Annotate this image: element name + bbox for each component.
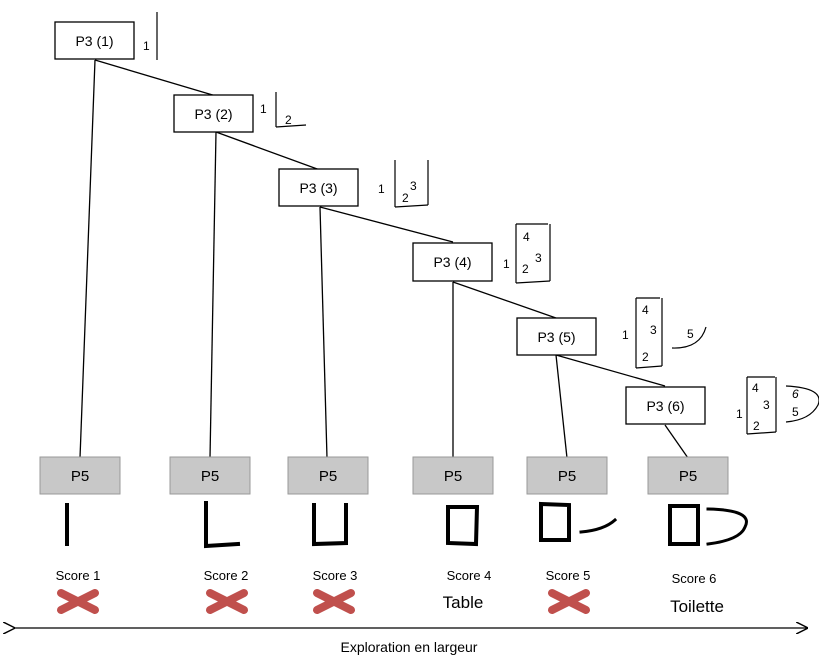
p3-node-5: P3 (5)	[516, 317, 597, 356]
p5-leaf-4: P5	[412, 456, 494, 495]
edge-p3-5-to-p3-6	[555, 354, 666, 387]
sketch-4-num-1: 1	[503, 257, 510, 271]
p3-node-6: P3 (6)	[625, 386, 706, 425]
score-label-3: Score 3	[313, 568, 358, 583]
p3-node-1: P3 (1)	[54, 21, 135, 60]
p5-leaf-2: P5	[169, 456, 251, 495]
p5-leaf-3-label: P5	[319, 468, 337, 485]
score-label-5: Score 5	[546, 568, 591, 583]
sketch-6-num-6: 6	[792, 387, 799, 401]
sketch-1-num-1: 1	[143, 39, 150, 53]
sketch-4-num-2: 2	[522, 262, 529, 276]
sketch-4-num-3: 3	[535, 251, 542, 265]
shape-sketch-5	[539, 501, 618, 542]
sketch-4: 1 4 2 3	[503, 223, 551, 284]
sketch-6-num-4: 4	[752, 381, 759, 395]
edge-p3-2-to-p3-3	[215, 131, 321, 171]
p3-node-5-label: P3 (5)	[537, 329, 575, 345]
reject-cross-icon	[548, 589, 590, 614]
reject-cross-icon	[57, 589, 99, 614]
sketch-3: 1 2 3	[378, 160, 429, 208]
edge-p3-1-to-p5-1	[79, 59, 96, 459]
sketch-3-num-3: 3	[410, 179, 417, 193]
exploration-axis-label: Exploration en largeur	[341, 639, 478, 655]
shape-sketch-6	[668, 504, 748, 546]
sketch-6-num-2: 2	[753, 419, 760, 433]
sketch-2-num-2: 2	[285, 113, 292, 127]
p5-leaf-4-label: P5	[444, 468, 462, 485]
p5-leaf-5: P5	[526, 456, 608, 495]
shape-sketch-2	[204, 501, 241, 549]
p3-node-1-label: P3 (1)	[75, 33, 113, 49]
p5-leaf-1: P5	[39, 456, 121, 495]
exploration-axis: Exploration en largeur	[14, 628, 807, 655]
p3-node-2-label: P3 (2)	[194, 106, 232, 122]
score-label-6: Score 6	[672, 571, 717, 586]
edge-p3-4-to-p3-5	[452, 281, 557, 319]
sketch-6-num-3: 3	[763, 398, 770, 412]
p3-node-6-label: P3 (6)	[646, 398, 684, 414]
p3-node-3-label: P3 (3)	[299, 180, 337, 196]
shape-sketch-3	[312, 503, 348, 547]
sketch-5-num-3: 3	[650, 323, 657, 337]
sketch-2-num-1: 1	[260, 102, 267, 116]
reject-cross-icon	[206, 589, 248, 614]
sketch-2: 1 2	[260, 92, 307, 128]
result-label-table: Table	[443, 593, 484, 612]
p3-node-4: P3 (4)	[412, 242, 493, 282]
p5-leaf-6: P5	[647, 456, 729, 495]
reject-cross-icon	[313, 589, 355, 614]
sketch-6-num-5: 5	[792, 405, 799, 419]
sketch-5-num-5: 5	[687, 327, 694, 341]
sketch-5-num-1: 1	[622, 328, 629, 342]
p5-leaf-6-label: P5	[679, 468, 697, 485]
sketch-6: 1 4 3 2 6 5	[736, 376, 819, 435]
score-label-1: Score 1	[56, 568, 101, 583]
sketch-1: 1	[143, 12, 158, 60]
tree-edges	[79, 59, 689, 459]
sketch-5: 1 4 3 2 5	[622, 297, 707, 369]
edge-p3-6-to-p5-6	[664, 424, 689, 459]
edge-p3-2-to-p5-2	[209, 131, 217, 459]
p3-node-3: P3 (3)	[278, 168, 359, 207]
edge-p3-3-to-p5-3	[319, 206, 328, 459]
sketch-5-num-2: 2	[642, 350, 649, 364]
edge-p3-5-to-p5-5	[555, 354, 568, 459]
sketch-6-num-1: 1	[736, 407, 743, 421]
sketch-3-num-2: 2	[402, 191, 409, 205]
edge-p3-3-to-p3-4	[319, 206, 454, 243]
sketch-3-num-1: 1	[378, 182, 385, 196]
p3-node-4-label: P3 (4)	[433, 254, 471, 270]
score-label-2: Score 2	[204, 568, 249, 583]
result-label-toilette: Toilette	[670, 597, 724, 616]
p5-leaf-1-label: P5	[71, 468, 89, 485]
p5-leaf-3: P5	[287, 456, 369, 495]
edge-p3-1-to-p3-2	[94, 59, 217, 97]
sketch-5-num-4: 4	[642, 303, 649, 317]
p5-leaf-5-label: P5	[558, 468, 576, 485]
p3-node-2: P3 (2)	[173, 94, 254, 133]
sketch-4-num-4: 4	[523, 230, 530, 244]
p5-leaf-2-label: P5	[201, 468, 219, 485]
score-label-4: Score 4	[447, 568, 492, 583]
shape-sketch-4	[446, 505, 480, 547]
